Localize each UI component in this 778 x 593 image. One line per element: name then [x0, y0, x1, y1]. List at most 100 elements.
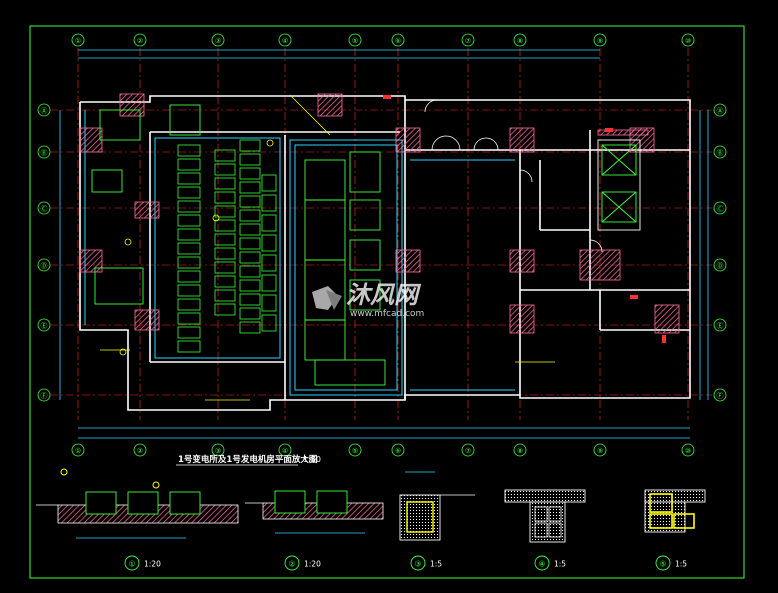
grid-bubble-row: Ⓕ [713, 388, 727, 402]
grid-row-label: Ⓕ [41, 392, 48, 400]
sheet-border [29, 25, 745, 579]
structural-columns [79, 93, 680, 334]
detail-scale: 1:5 [675, 560, 687, 569]
switchgear-cabinet [177, 270, 201, 283]
grid-bubble-col: ① [71, 443, 85, 457]
switchgear-cabinet [261, 314, 277, 332]
switchgear-cabinet [239, 139, 261, 152]
grid-bubble-col: ③ [211, 33, 225, 47]
grid-col-label: ⑦ [465, 37, 471, 45]
grid-bubble-col: ⑥ [391, 443, 405, 457]
grid-col-label: ⑨ [597, 37, 603, 45]
switchgear-cabinet [239, 237, 261, 250]
watermark-chinese: 沐风网 [346, 281, 422, 309]
switchgear-cabinet [239, 153, 261, 166]
grid-row-label: Ⓑ [717, 149, 724, 157]
grid-row-label: Ⓐ [717, 107, 724, 115]
detail-scale: 1:20 [144, 560, 161, 569]
grid-bubble-col: ③ [211, 443, 225, 457]
grid-bubble-col: ② [133, 443, 147, 457]
grid-bubble-row: Ⓓ [713, 258, 727, 272]
grid-col-label: ⑧ [517, 37, 523, 45]
detail-number: ① [128, 560, 135, 569]
grid-bubble-row: Ⓒ [37, 201, 51, 215]
detail-number: ④ [538, 560, 545, 569]
grid-col-label: ③ [215, 447, 221, 455]
switchgear-cabinet [261, 274, 277, 292]
grid-col-label: ④ [282, 37, 288, 45]
grid-bubble-col: ⑧ [513, 443, 527, 457]
grid-col-label: ③ [215, 37, 221, 45]
grid-bubble-row: Ⓐ [713, 103, 727, 117]
detail-number: ⑤ [659, 560, 666, 569]
detail-scale: 1:5 [430, 560, 442, 569]
switchgear-cabinet [261, 294, 277, 312]
switchgear-cabinet [239, 293, 261, 306]
switchgear-equipment [177, 139, 277, 353]
switchgear-cabinet [261, 194, 277, 212]
switchgear-cabinet [239, 265, 261, 278]
grid-col-label: ⑤ [352, 447, 358, 455]
grid-bubble-col: ② [133, 33, 147, 47]
switchgear-cabinet [214, 177, 236, 190]
switchgear-cabinet [177, 186, 201, 199]
grid-bubble-row: Ⓔ [713, 318, 727, 332]
grid-col-label: ⑩ [685, 447, 691, 455]
grid-bubble-col: ⑩ [681, 33, 695, 47]
switchgear-cabinet [239, 321, 261, 334]
grid-bubble-col: ⑩ [681, 443, 695, 457]
grid-bubble-col: ④ [278, 33, 292, 47]
switchgear-cabinet [177, 298, 201, 311]
switchgear-cabinet [214, 191, 236, 204]
switchgear-cabinet [239, 307, 261, 320]
switchgear-cabinet [177, 172, 201, 185]
switchgear-cabinet [239, 223, 261, 236]
switchgear-cabinet [214, 205, 236, 218]
switchgear-cabinet [261, 234, 277, 252]
walls [79, 95, 691, 411]
grid-bubble-col: ⑧ [513, 33, 527, 47]
grid-col-label: ② [137, 447, 143, 455]
grid-col-label: ⑤ [352, 37, 358, 45]
grid-bubble-row: Ⓐ [37, 103, 51, 117]
detail-label: ① 1:20 [124, 555, 161, 571]
grid-row-label: Ⓑ [41, 149, 48, 157]
switchgear-cabinet [239, 251, 261, 264]
grid-col-label: ⑩ [685, 37, 691, 45]
watermark: 沐风网 www.mfcad.com [312, 281, 424, 319]
switchgear-cabinet [177, 200, 201, 213]
red-markers [383, 95, 666, 343]
switchgear-cabinet [214, 303, 236, 316]
grid-row-label: Ⓓ [41, 262, 48, 270]
switchgear-cabinet [177, 144, 201, 157]
grid-bubble-row: Ⓑ [37, 145, 51, 159]
grid-bubble-row: Ⓒ [713, 201, 727, 215]
grid-bubble-row: Ⓑ [713, 145, 727, 159]
grid-bubble-col: ⑤ [348, 33, 362, 47]
switchgear-cabinet [239, 195, 261, 208]
detail-2 [245, 490, 384, 534]
switchgear-cabinet [261, 214, 277, 232]
floor-plan [79, 93, 691, 411]
switchgear-cabinet [214, 233, 236, 246]
transformer-units [91, 104, 201, 305]
detail-number: ② [288, 560, 295, 569]
detail-1 [36, 468, 239, 539]
switchgear-cabinet [239, 279, 261, 292]
switchgear-cabinet [177, 158, 201, 171]
switchgear-cabinet [177, 242, 201, 255]
grid-col-label: ⑥ [395, 447, 401, 455]
generator-set [304, 151, 386, 386]
switchgear-cabinet [214, 247, 236, 260]
grid-col-label: ② [137, 37, 143, 45]
detail-5 [644, 489, 706, 533]
grid-row-label: Ⓔ [717, 322, 724, 330]
dimension-lines [59, 49, 709, 439]
switchgear-cabinet [239, 167, 261, 180]
switchgear-cabinet [177, 312, 201, 325]
switchgear-cabinet [214, 163, 236, 176]
main-title: 1号变电所及1号发电机房平面放大图 [178, 454, 317, 465]
